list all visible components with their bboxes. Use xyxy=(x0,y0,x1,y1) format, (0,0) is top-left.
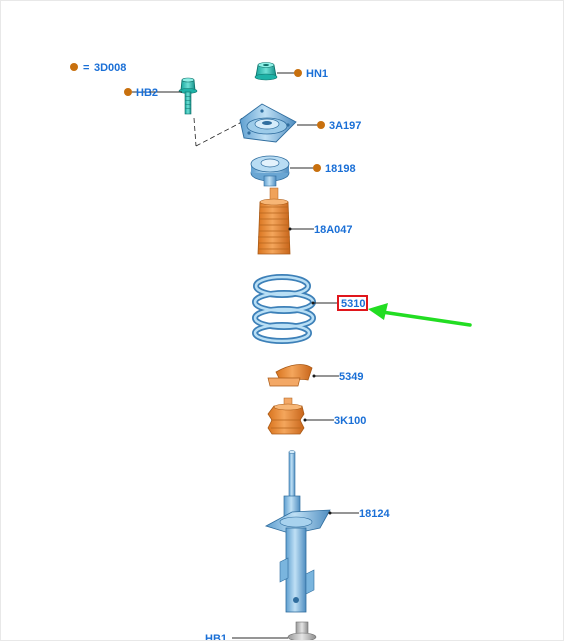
legend-equals: = xyxy=(83,62,89,74)
marker-dot-icon xyxy=(313,164,321,172)
legend: = 3D008 xyxy=(70,62,126,74)
pointer-arrow-icon xyxy=(368,303,472,327)
part-hb1-bolt[interactable] xyxy=(287,621,317,641)
label-3k100[interactable]: 3K100 xyxy=(334,415,366,427)
label-3a197[interactable]: 3A197 xyxy=(329,120,361,132)
marker-dot-icon xyxy=(294,69,302,77)
label-hn1[interactable]: HN1 xyxy=(306,68,328,80)
marker-dot-icon xyxy=(124,88,132,96)
part-hn1-nut[interactable] xyxy=(254,62,278,81)
legend-code[interactable]: 3D008 xyxy=(94,62,126,74)
part-3k100-bump-stop[interactable] xyxy=(267,397,305,435)
marker-dot-icon xyxy=(70,63,78,71)
label-5349[interactable]: 5349 xyxy=(339,371,363,383)
label-hb2[interactable]: HB2 xyxy=(136,87,158,99)
label-18198[interactable]: 18198 xyxy=(325,163,356,175)
marker-dot-icon xyxy=(317,121,325,129)
label-5310[interactable]: 5310 xyxy=(341,298,365,310)
highlight-box xyxy=(337,295,368,311)
part-hb2-bolt[interactable] xyxy=(178,77,198,115)
part-18198-bearing[interactable] xyxy=(250,155,290,187)
part-3a197-top-mount[interactable] xyxy=(239,103,297,143)
part-5349-spring-insulator[interactable] xyxy=(267,364,313,387)
label-hb1[interactable]: HB1 xyxy=(205,633,227,641)
part-5310-coil-spring[interactable] xyxy=(252,274,316,344)
label-18a047[interactable]: 18A047 xyxy=(314,224,353,236)
part-18a047-dust-boot[interactable] xyxy=(257,187,291,255)
label-18124[interactable]: 18124 xyxy=(359,508,390,520)
part-18124-shock-absorber[interactable] xyxy=(264,450,331,613)
